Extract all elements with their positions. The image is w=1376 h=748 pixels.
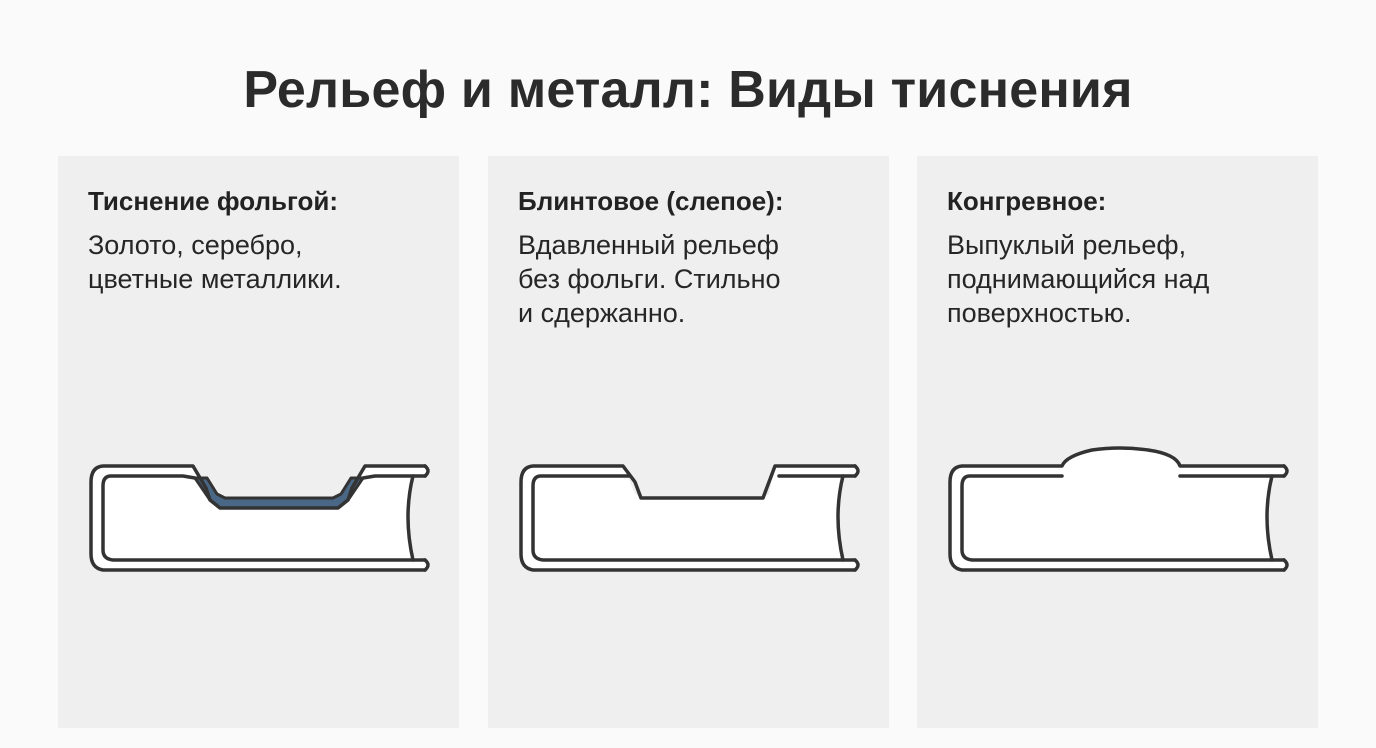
- paper-inner-outline: [101, 474, 427, 562]
- panel-description: Золото, серебро, цветные металлики.: [88, 230, 342, 294]
- paper-sheet-fill: [521, 466, 857, 570]
- paper-inner-outline: [960, 474, 1286, 562]
- paper-right-edge: [836, 464, 860, 572]
- foil-layer: [193, 476, 365, 510]
- panel-heading: Тиснение фольгой:: [88, 186, 339, 216]
- panel-heading: Конгревное:: [947, 186, 1107, 216]
- foil-stamping-panel: Тиснение фольгой: Золото, серебро, цветн…: [58, 156, 459, 728]
- paper-sheet-fill: [91, 466, 427, 570]
- paper-right-edge: [406, 464, 430, 572]
- page-title: Рельеф и металл: Виды тиснения: [243, 61, 1133, 119]
- panel-description: Выпуклый рельеф, поднимающийся над повер…: [947, 230, 1210, 328]
- raised-embossing-profile-illustration: [948, 446, 1289, 572]
- paper-outer-outline: [519, 464, 857, 572]
- paper-right-edge: [1265, 464, 1289, 572]
- raised-embossing-panel: Конгревное: Выпуклый рельеф, поднимающий…: [917, 156, 1318, 728]
- blind-embossing-panel: Блинтовое (слепое): Вдавленный рельеф бе…: [488, 156, 889, 728]
- paper-sheet-fill: [950, 448, 1286, 570]
- panel-description: Вдавленный рельеф без фольги. Стильно и …: [518, 230, 781, 328]
- paper-outer-outline: [89, 464, 427, 572]
- foil-stamping-profile-illustration: [89, 464, 430, 572]
- paper-outer-outline: [948, 446, 1286, 572]
- panel-heading: Блинтовое (слепое):: [518, 186, 784, 216]
- blind-embossing-profile-illustration: [519, 464, 860, 572]
